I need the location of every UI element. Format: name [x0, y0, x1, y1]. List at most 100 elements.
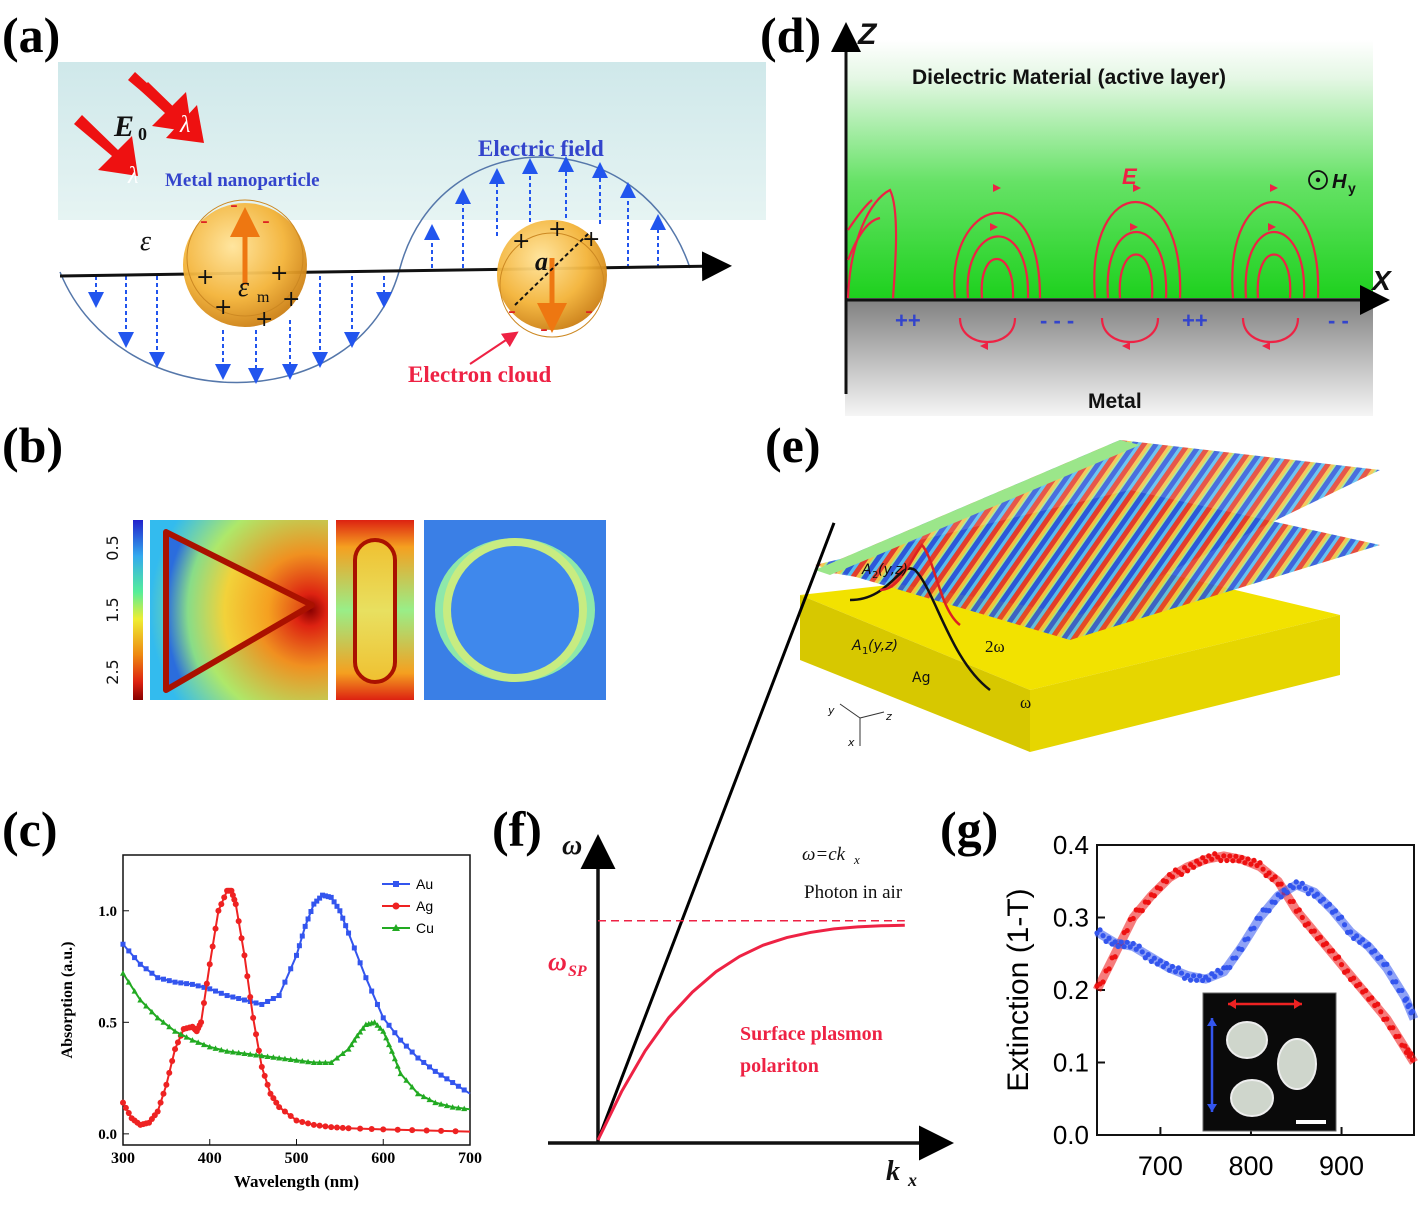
chart-c-point	[154, 1108, 161, 1115]
chart-g-point	[1402, 1043, 1408, 1049]
chart-c-point	[160, 976, 166, 982]
charge-4: - -	[1328, 308, 1349, 333]
a2-args: (y,z)	[878, 562, 908, 578]
chart-c-point	[438, 1072, 444, 1078]
chart-c-point	[250, 1014, 257, 1021]
panel-f-label: (f)	[492, 801, 542, 857]
chart-g-point	[1257, 860, 1263, 866]
svg-text:+: +	[282, 287, 300, 312]
chart-c-point	[386, 1041, 393, 1048]
chart-g-point	[1118, 939, 1124, 945]
chart-c-ytick-label: 0.0	[98, 1127, 117, 1143]
chart-c-point	[281, 1055, 288, 1062]
chart-c-point	[369, 988, 375, 994]
chart-c-point	[455, 1083, 461, 1089]
chart-g-point	[1184, 972, 1191, 979]
chart-g-point	[1191, 973, 1197, 979]
chart-c-point	[294, 952, 299, 958]
chart-c-point	[247, 1051, 254, 1057]
radius-label: a	[535, 247, 548, 276]
e-field-label: E	[1122, 164, 1138, 189]
chart-c-point	[265, 998, 271, 1004]
chart-c-point	[302, 923, 308, 929]
chart-c-point	[409, 1049, 415, 1055]
chart-g-point	[1272, 874, 1278, 880]
a2-profile-curve	[879, 543, 961, 626]
incident-light-icon	[74, 72, 204, 176]
chart-c-point	[258, 1063, 265, 1070]
chart-g-point	[1354, 933, 1360, 939]
chart-c-point	[360, 1025, 367, 1031]
chart-c-point	[157, 1099, 164, 1106]
chart-c-point	[212, 1045, 219, 1051]
chart-c-point	[178, 980, 184, 986]
chart-c-point	[267, 1090, 274, 1097]
nanoparticle-2: + + + - - -	[497, 217, 607, 342]
chart-g-point	[1212, 973, 1218, 980]
chart-g-point	[1139, 949, 1145, 955]
chart-c-point	[427, 1064, 433, 1070]
lambda-label-1: λ	[179, 112, 190, 138]
chart-c-xtick-label: 400	[198, 1150, 222, 1167]
chart-g-ytick-label: 0.2	[1053, 975, 1089, 1005]
chart-g-point	[1194, 977, 1200, 983]
nanoparticle-1: - - - + + + + +	[183, 193, 307, 332]
svg-text:+: +	[214, 295, 232, 320]
chart-c-point	[253, 1052, 260, 1058]
chart-c-point	[212, 925, 219, 932]
chart-c-point	[374, 1001, 380, 1007]
chart-c-point	[143, 1002, 150, 1009]
chart-c-point	[394, 1126, 401, 1133]
chart-g-point	[1157, 958, 1163, 964]
chart-g-ytick-label: 0.4	[1053, 830, 1089, 860]
chart-c-point	[443, 1102, 450, 1109]
chart-g-point	[1366, 941, 1372, 948]
colorbar	[133, 520, 143, 700]
chart-c-point	[259, 1001, 265, 1007]
chart-g-point	[1206, 977, 1212, 983]
sem-inset	[1202, 992, 1337, 1132]
chart-g-point	[1106, 935, 1112, 941]
chart-c-point	[308, 909, 314, 915]
chart-g-xtick-label: 900	[1319, 1151, 1364, 1181]
chart-c-point	[299, 1057, 306, 1064]
chart-c-point	[160, 1019, 167, 1025]
chart-c-point	[343, 923, 349, 929]
chart-g-point	[1399, 987, 1405, 994]
ag-label: Ag	[912, 670, 930, 686]
ag-slab-side	[1030, 615, 1340, 752]
chart-c-point	[236, 996, 242, 1002]
nanostructure-3	[1230, 1079, 1274, 1117]
chart-g-point	[1239, 946, 1245, 953]
chart-c-point	[224, 993, 230, 999]
svg-text:-: -	[200, 209, 208, 234]
chart-c-point	[299, 1118, 306, 1125]
hy-icon	[1308, 170, 1328, 190]
chart-g-point	[1308, 887, 1314, 893]
svg-text:+: +	[196, 265, 214, 290]
chart-c-point	[201, 984, 207, 990]
chart-g-point	[1406, 1002, 1413, 1008]
chart-c-point	[296, 943, 302, 949]
chart-c-point	[452, 1128, 459, 1135]
chart-g-point	[1178, 871, 1185, 877]
z-axis-label: Z	[857, 18, 878, 51]
chart-c-point	[339, 1124, 346, 1131]
chart-c-point	[287, 1056, 294, 1062]
chart-c-legend-label: Cu	[416, 920, 434, 936]
chart-g-point	[1257, 915, 1263, 922]
chart-c-point	[241, 1050, 248, 1057]
chart-c-point	[149, 970, 155, 976]
chart-c-point	[241, 997, 247, 1003]
chart-c-point	[337, 908, 343, 914]
chart-c-point	[333, 1055, 340, 1061]
chart-g-point	[1251, 857, 1257, 863]
chart-c-point	[209, 943, 216, 950]
svg-text:-: -	[585, 299, 593, 324]
chart-c-point	[345, 1125, 352, 1132]
chart-c-point	[206, 961, 213, 968]
chart-c-point	[432, 1068, 438, 1074]
chart-g-point	[1139, 908, 1145, 914]
